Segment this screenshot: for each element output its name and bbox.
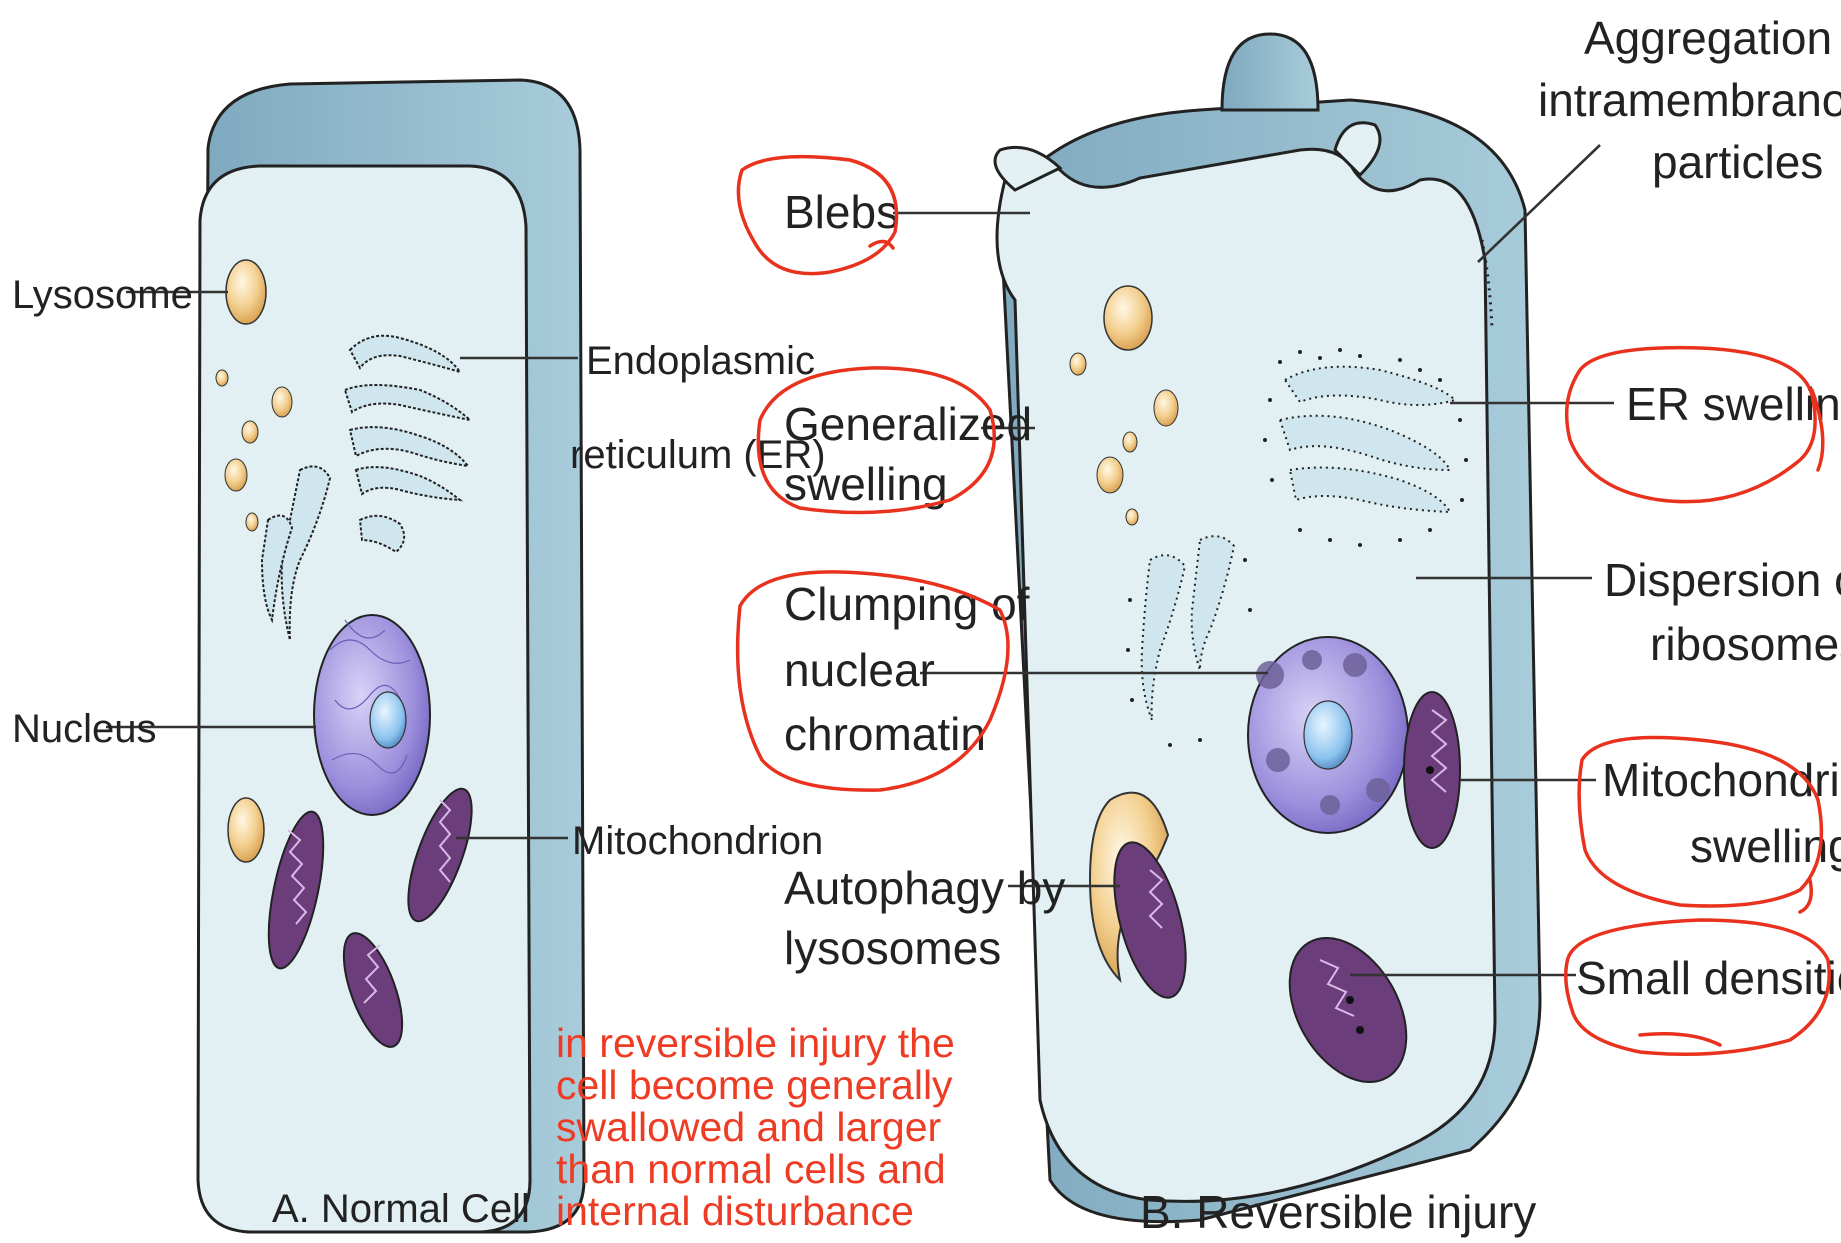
label-er-line1: Endoplasmic [586,339,815,383]
cell-b-cytoplasm [997,149,1495,1201]
label-dispersion-line2: ribosomes [1650,618,1841,670]
label-aggregation-line1: Aggregation of [1584,12,1841,64]
label-clumping-line2: nuclear [784,644,935,696]
caption-reversible-injury: B. Reversible injury [1140,1186,1536,1238]
label-nucleus: Nucleus [12,707,157,751]
label-mitochondrion: Mitochondrion [572,819,823,863]
label-autophagy-line2: lysosomes [784,922,1001,974]
label-small-densities: Small densities [1576,952,1841,1004]
label-lysosome: Lysosome [12,273,193,317]
handwritten-note: in reversible injury the cell become gen… [556,1022,1026,1232]
label-clumping-line3: chromatin [784,708,986,760]
label-mito-line2: swelling [1690,820,1841,872]
caption-normal-cell: A. Normal Cell [272,1187,530,1231]
label-aggregation-line3: particles [1652,136,1823,188]
label-blebs: Blebs [784,186,899,238]
label-autophagy-line1: Autophagy by [784,862,1065,914]
nucleolus [370,692,406,748]
label-clumping-line1: Clumping of [784,578,1030,630]
normal-cell [106,80,584,1232]
label-generalized-line2: swelling [784,458,948,510]
label-dispersion-line1: Dispersion of [1604,554,1841,606]
lysosome [226,260,266,324]
label-aggregation-line2: intramembranous [1538,74,1841,126]
